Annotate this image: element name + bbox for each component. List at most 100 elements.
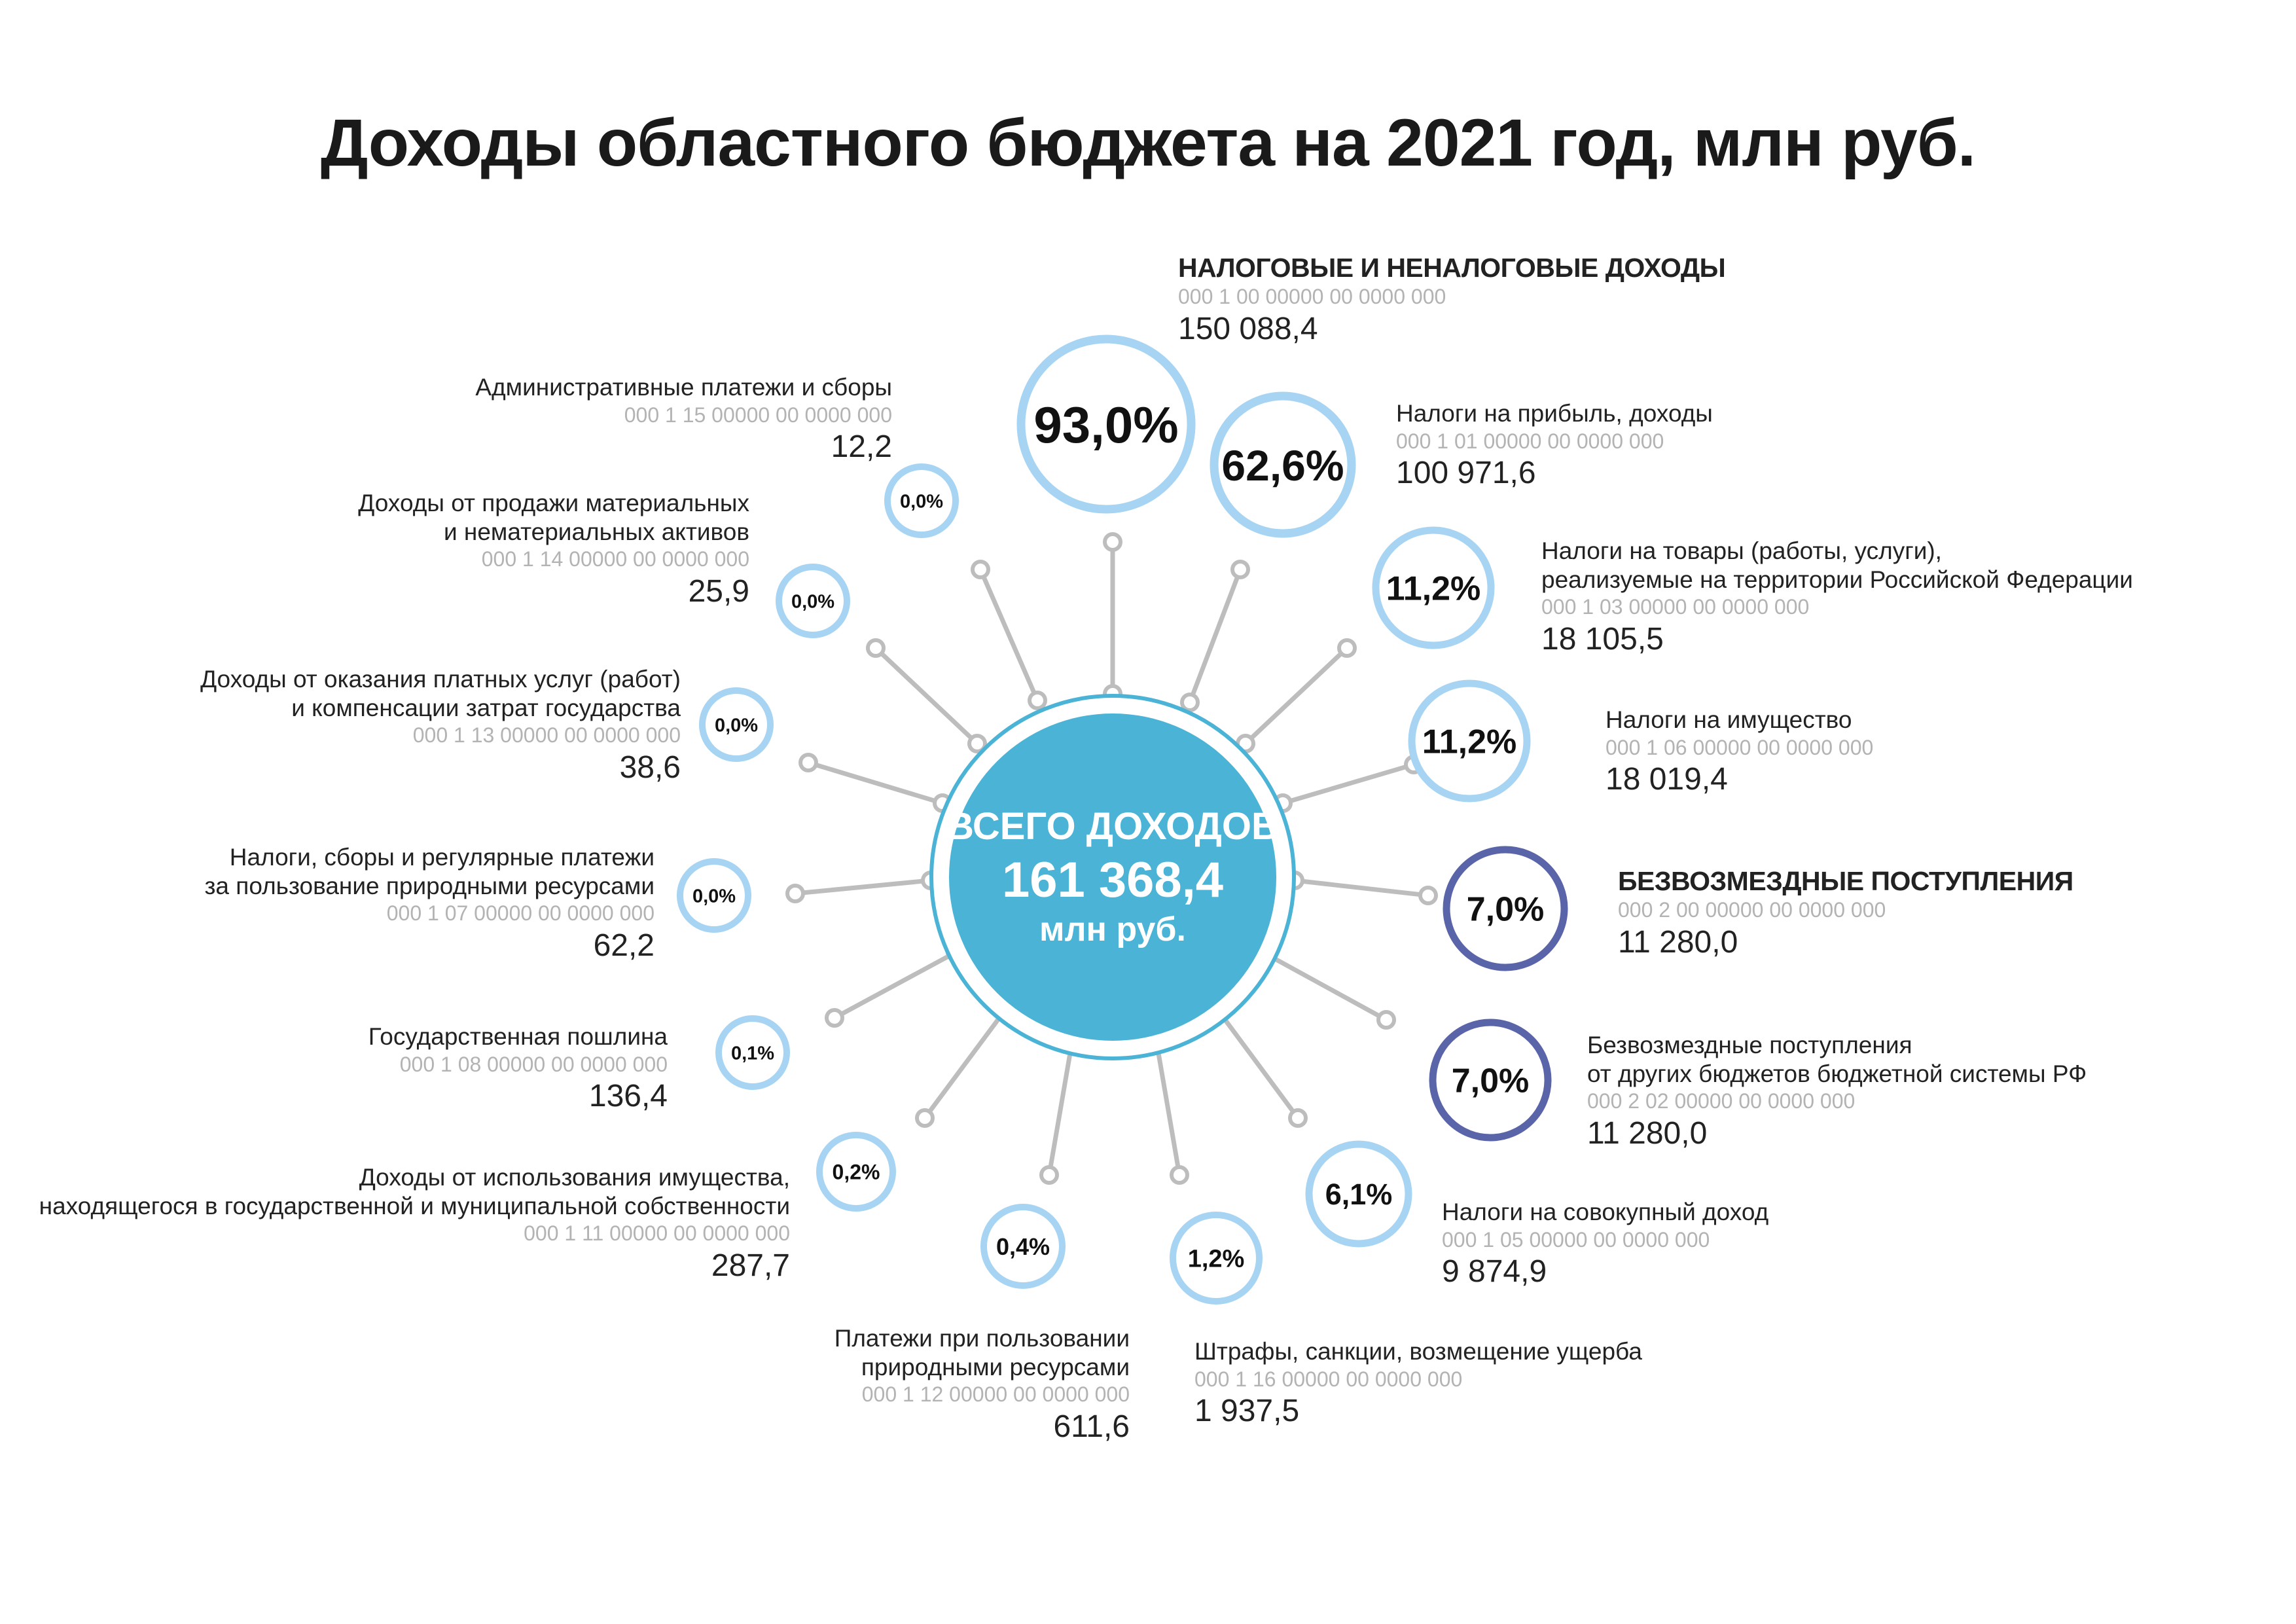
connector-dot: [1180, 693, 1200, 712]
percent-bubble-asset-sales: 0,0%: [776, 564, 850, 638]
percent-ring: [1210, 391, 1356, 538]
connector-line: [923, 1006, 1009, 1120]
item-name: Безвозмездные поступления: [1587, 1032, 1912, 1058]
item-code: 000 1 05 00000 00 0000 000: [1442, 1227, 1710, 1252]
item-code: 000 1 12 00000 00 0000 000: [861, 1382, 1130, 1407]
percent-ring: [1408, 679, 1531, 803]
percent-value: 0,0%: [692, 886, 736, 907]
connector-dot: [967, 734, 987, 753]
item-name: НАЛОГОВЫЕ И НЕНАЛОГОВЫЕ ДОХОДЫ: [1178, 253, 1726, 283]
connector-dot: [1170, 1165, 1189, 1185]
percent-ring: [1016, 334, 1196, 514]
item-name: Налоги на совокупный доход: [1442, 1199, 1769, 1225]
item-name: Доходы от использования имущества,: [359, 1164, 790, 1191]
percent-circles: 93,0%62,6%11,2%11,2%7,0%7,0%6,1%1,2%0,4%…: [677, 334, 1568, 1305]
connector-dot: [1103, 532, 1122, 552]
connector-line: [1213, 1005, 1300, 1120]
connector-line: [795, 878, 931, 896]
percent-bubble-gratuitous-other-budgets: 7,0%: [1429, 1019, 1552, 1142]
item-name: Налоги на имущество: [1605, 706, 1852, 733]
percent-bubble-property-tax: 11,2%: [1408, 679, 1531, 803]
item-value: 62,2: [593, 928, 655, 964]
connector-line: [807, 760, 944, 806]
item-name: и компенсации затрат государства: [291, 694, 681, 721]
connector-dot: [1376, 1010, 1396, 1030]
item-value: 9 874,9: [1442, 1254, 1547, 1290]
connector-dot: [1230, 560, 1250, 579]
percent-ring: [1443, 846, 1568, 971]
item-value: 136,4: [588, 1079, 668, 1114]
percent-value: 93,0%: [1033, 396, 1178, 454]
percent-ring: [1305, 1140, 1412, 1248]
percent-bubble-state-duty: 0,1%: [715, 1015, 790, 1090]
percent-bubble-aggregate-income-tax: 6,1%: [1305, 1140, 1412, 1248]
label-goods-tax: Налоги на товары (работы, услуги),реализ…: [1541, 537, 2133, 659]
connector-dot: [971, 560, 990, 579]
center-total: ВСЕГО ДОХОДОВ 161 368,4 млн руб.: [929, 694, 1296, 1060]
item-code: 000 1 11 00000 00 0000 000: [524, 1221, 790, 1246]
percent-value: 6,1%: [1325, 1178, 1393, 1211]
percent-bubble-natural-resources-taxes: 0,0%: [677, 858, 751, 933]
percent-bubble-natural-resources-payments: 0,4%: [980, 1204, 1066, 1289]
item-name: Доходы от продажи материальных: [358, 490, 749, 516]
percent-ring: [884, 463, 959, 538]
item-value: 100 971,6: [1396, 456, 1536, 491]
connector-dot: [1288, 1108, 1308, 1128]
item-value: 18 105,5: [1541, 622, 1664, 657]
percent-value: 62,6%: [1221, 441, 1344, 490]
connector-line: [1047, 1034, 1076, 1176]
center-label: ВСЕГО ДОХОДОВ: [946, 805, 1279, 848]
item-code: 000 1 07 00000 00 0000 000: [386, 901, 655, 926]
item-value: 11 280,0: [1618, 925, 1738, 960]
item-code: 000 2 02 00000 00 0000 000: [1587, 1089, 1856, 1113]
item-name: за пользование природными ресурсами: [204, 872, 655, 899]
connector-line: [833, 950, 957, 1020]
percent-bubble-gratuitous: 7,0%: [1443, 846, 1568, 971]
percent-ring: [1372, 526, 1495, 649]
percent-bubble-profit-income-tax: 62,6%: [1210, 391, 1356, 538]
item-code: 000 1 15 00000 00 0000 000: [624, 403, 892, 427]
connector-dot: [1418, 886, 1438, 905]
percent-value: 11,2%: [1422, 723, 1517, 761]
item-value: 1 937,5: [1194, 1394, 1300, 1429]
item-name: и нематериальных активов: [443, 518, 749, 545]
item-value: 11 280,0: [1587, 1116, 1708, 1151]
percent-ring: [980, 1204, 1066, 1289]
connector-dot: [1337, 638, 1357, 658]
connector-line: [978, 568, 1040, 702]
item-code: 000 1 01 00000 00 0000 000: [1396, 429, 1664, 453]
percent-bubble-property-use-income: 0,2%: [816, 1132, 896, 1212]
connector-dot: [866, 638, 886, 658]
item-value: 25,9: [688, 574, 749, 609]
connector-dot: [798, 753, 818, 772]
connector-line: [1244, 646, 1349, 746]
percent-ring: [699, 687, 774, 762]
item-code: 000 1 00 00000 00 0000 000: [1178, 285, 1446, 309]
item-code: 000 1 06 00000 00 0000 000: [1605, 735, 1874, 759]
percent-ring: [715, 1015, 790, 1090]
label-paid-services: Доходы от оказания платных услуг (работ)…: [200, 665, 681, 787]
connector-line: [1153, 1034, 1182, 1176]
item-code: 000 1 14 00000 00 0000 000: [481, 547, 749, 571]
percent-value: 0,1%: [731, 1043, 774, 1064]
connector-line: [1294, 878, 1429, 898]
item-name: БЕЗВОЗМЕЗДНЫЕ ПОСТУПЛЕНИЯ: [1618, 866, 2073, 896]
center-unit: млн руб.: [1039, 911, 1186, 948]
connector-dot: [825, 1008, 844, 1028]
item-value: 38,6: [619, 750, 681, 785]
item-name: Государственная пошлина: [368, 1023, 668, 1050]
item-code: 000 1 13 00000 00 0000 000: [412, 723, 681, 748]
percent-bubble-tax-nontax: 93,0%: [1016, 334, 1196, 514]
percent-value: 7,0%: [1467, 891, 1545, 929]
item-code: 000 1 16 00000 00 0000 000: [1194, 1367, 1463, 1391]
connector-dot: [1039, 1165, 1059, 1185]
